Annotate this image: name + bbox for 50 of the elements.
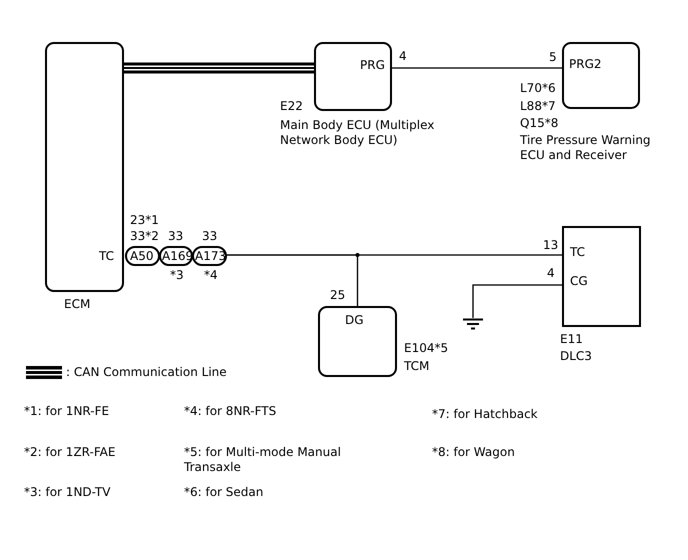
component-label: *4 (204, 268, 218, 283)
footnote: *6: for Sedan (184, 485, 264, 500)
component-label: DLC3 (560, 349, 592, 364)
ecu-box (318, 306, 397, 377)
wire (227, 254, 358, 306)
component-label: E11 (560, 332, 583, 347)
footnote: *4: for 8NR-FTS (184, 404, 276, 419)
pin-number: 25 (330, 288, 346, 303)
component-label: ECM (64, 297, 90, 312)
connector-box (562, 226, 641, 327)
component-label: L88*7 (520, 99, 556, 114)
legend-text: : CAN Communication Line (66, 365, 227, 380)
pin-name: TC (570, 245, 586, 260)
pin-name: CG (570, 274, 588, 289)
ecu-box (314, 42, 392, 111)
pin-number: 13 (543, 238, 558, 253)
component-label: Q15*8 (520, 116, 558, 131)
footnote: *2: for 1ZR-FAE (24, 445, 116, 460)
ecu-box (45, 42, 124, 292)
component-label: E104*5 (404, 341, 448, 356)
pin-name: PRG2 (569, 57, 602, 72)
component-label: 33 (168, 229, 184, 244)
pin-name: DG (345, 313, 364, 328)
component-label: L70*6 (520, 81, 556, 96)
component-label: Tire Pressure Warning ECU and Receiver (520, 133, 652, 163)
can-bus-line (124, 62, 314, 74)
component-label: *3 (170, 268, 184, 283)
pin-number: 4 (399, 49, 407, 64)
connector-code: A50 (130, 249, 154, 264)
footnote: *8: for Wagon (432, 445, 515, 460)
pin-name: TC (99, 249, 114, 264)
pin-number: 4 (547, 266, 555, 281)
component-label: Main Body ECU (Multiplex Network Body ECU) (280, 118, 436, 148)
component-label: TCM (404, 359, 430, 374)
footnote: *1: for 1NR-FE (24, 404, 110, 419)
component-label: E22 (280, 99, 303, 114)
ground-symbol (463, 318, 483, 331)
component-label: 33 (202, 229, 218, 244)
footnote: *5: for Multi-mode Manual Transaxle (184, 445, 342, 475)
connector-code: A173 (195, 249, 226, 264)
pin-name: PRG (360, 58, 385, 73)
wire (472, 284, 562, 318)
connector (125, 246, 160, 266)
footnote: *3: for 1ND-TV (24, 485, 110, 500)
component-label: 23*1 (130, 213, 159, 228)
footnote: *7: for Hatchback (432, 407, 538, 422)
component-label: 33*2 (130, 229, 159, 244)
wire (392, 67, 562, 69)
ecu-box (562, 42, 640, 109)
pin-number: 5 (549, 50, 557, 65)
